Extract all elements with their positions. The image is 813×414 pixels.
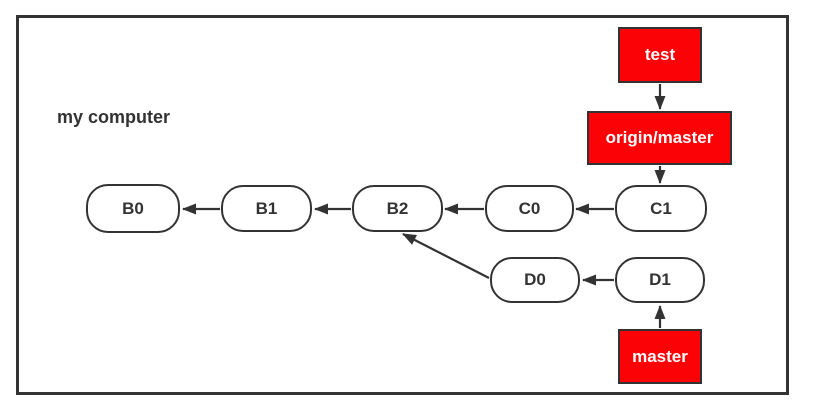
commit-node-b1: B1 bbox=[221, 185, 312, 232]
commit-node-d0: D0 bbox=[490, 257, 580, 303]
commit-node-b2: B2 bbox=[352, 185, 443, 232]
branch-box-origin-master: origin/master bbox=[587, 111, 732, 165]
branch-box-test: test bbox=[618, 27, 702, 83]
commit-node-b0: B0 bbox=[86, 184, 180, 233]
diagram-title: my computer bbox=[57, 107, 171, 127]
branch-box-master: master bbox=[618, 329, 702, 384]
commit-node-c1: C1 bbox=[615, 185, 707, 232]
commit-node-c0: C0 bbox=[485, 185, 574, 232]
commit-node-d1: D1 bbox=[615, 257, 705, 303]
